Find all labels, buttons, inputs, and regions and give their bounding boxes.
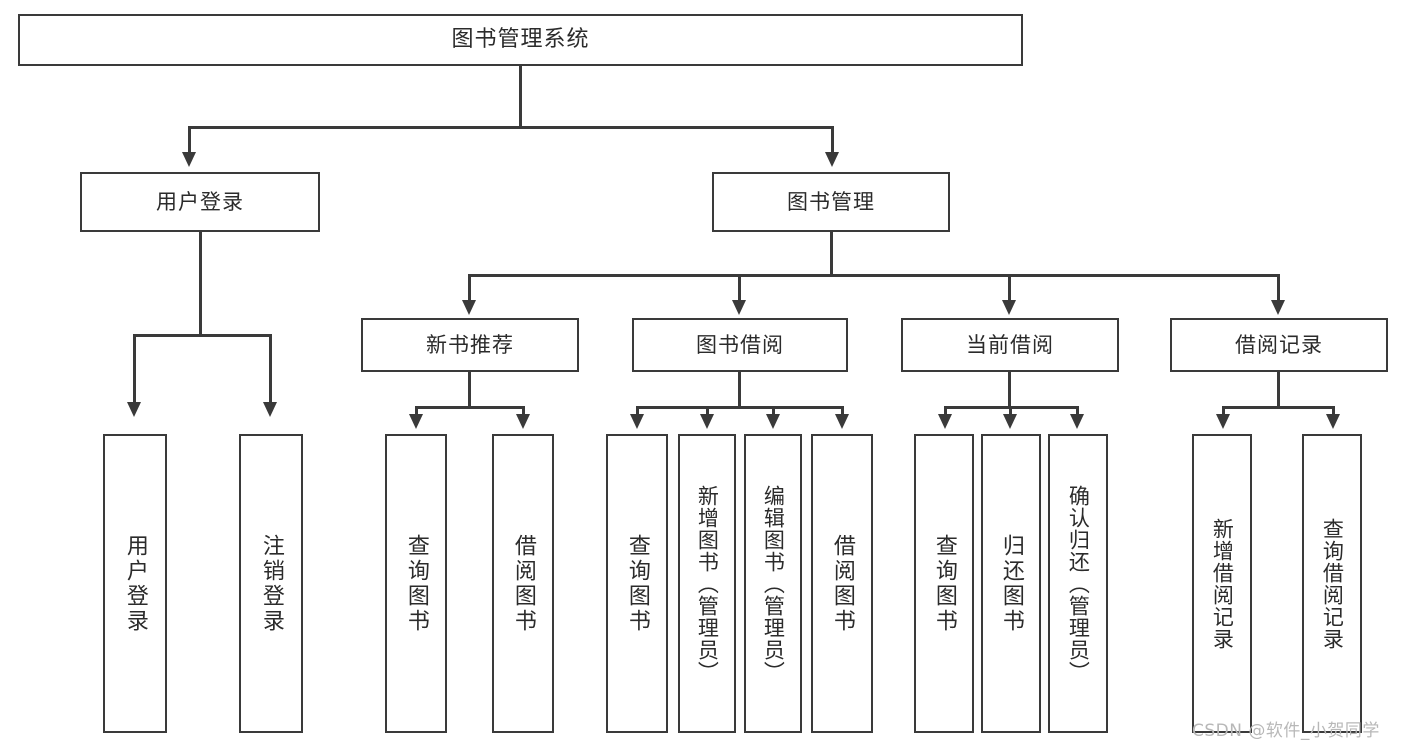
leaf-new-borrow-book[interactable]: 借阅图书 xyxy=(492,434,554,733)
arrow-borrow-to-leaf4 xyxy=(835,414,849,429)
node-label: 新增借阅记录 xyxy=(1210,517,1235,650)
node-label: 注销登录 xyxy=(258,533,284,634)
connector-borrow-trunk xyxy=(738,372,741,408)
connector-books-trunk xyxy=(830,232,833,276)
leaf-records-query-record[interactable]: 查询借阅记录 xyxy=(1302,434,1362,733)
leaf-current-confirm-return[interactable]: 确认归还（管理员） xyxy=(1048,434,1108,733)
arrow-books-to-current xyxy=(1002,300,1016,315)
connector-records-bar xyxy=(1222,406,1335,409)
node-label: 用户登录 xyxy=(122,533,148,634)
arrow-current-to-leaf1 xyxy=(938,414,952,429)
node-label: 归还图书 xyxy=(998,533,1024,634)
arrow-borrow-to-leaf2 xyxy=(700,414,714,429)
leaf-new-query-book[interactable]: 查询图书 xyxy=(385,434,447,733)
connector-books-to-records xyxy=(1277,274,1280,304)
leaf-borrow-borrow-book[interactable]: 借阅图书 xyxy=(811,434,873,733)
node-label: 查询图书 xyxy=(931,533,957,634)
csdn-watermark: CSDN @软件_小贺同学 xyxy=(1192,721,1380,741)
leaf-current-return-book[interactable]: 归还图书 xyxy=(981,434,1041,733)
connector-current-to-leaf1 xyxy=(944,406,947,418)
connector-root-to-books xyxy=(831,126,834,156)
node-label: 借阅图书 xyxy=(510,533,536,634)
leaf-user-login[interactable]: 用户登录 xyxy=(103,434,167,733)
node-label: 新书推荐 xyxy=(426,332,514,357)
node-label: 查询借阅记录 xyxy=(1320,517,1345,650)
connector-root-bar xyxy=(188,126,834,129)
connector-new-to-leaf2 xyxy=(522,406,525,418)
leaf-borrow-edit-book[interactable]: 编辑图书（管理员） xyxy=(744,434,802,733)
arrow-user-to-leaf2 xyxy=(263,402,277,417)
node-new-book-recommend[interactable]: 新书推荐 xyxy=(361,318,579,372)
arrow-books-to-new xyxy=(462,300,476,315)
connector-books-to-borrow xyxy=(738,274,741,304)
arrow-root-to-user xyxy=(182,152,196,167)
connector-new-to-leaf1 xyxy=(415,406,418,418)
connector-user-bar xyxy=(133,334,272,337)
connector-borrow-bar xyxy=(636,406,844,409)
node-label: 图书管理 xyxy=(787,189,875,214)
connector-borrow-to-leaf4 xyxy=(841,406,844,418)
connector-root-to-user xyxy=(188,126,191,156)
leaf-records-add-record[interactable]: 新增借阅记录 xyxy=(1192,434,1252,733)
arrow-user-to-leaf1 xyxy=(127,402,141,417)
node-label: 图书借阅 xyxy=(696,332,784,357)
connector-user-to-leaf2 xyxy=(269,334,272,406)
connector-books-to-new xyxy=(468,274,471,304)
node-borrow-records[interactable]: 借阅记录 xyxy=(1170,318,1388,372)
connector-user-trunk xyxy=(199,232,202,336)
node-root-system[interactable]: 图书管理系统 xyxy=(18,14,1023,66)
node-label: 新增图书（管理员） xyxy=(695,484,720,683)
connector-user-to-leaf1 xyxy=(133,334,136,406)
connector-new-trunk xyxy=(468,372,471,408)
arrow-root-to-books xyxy=(825,152,839,167)
arrow-current-to-leaf3 xyxy=(1070,414,1084,429)
arrow-new-to-leaf1 xyxy=(409,414,423,429)
connector-borrow-to-leaf2 xyxy=(706,406,709,418)
node-book-borrow[interactable]: 图书借阅 xyxy=(632,318,848,372)
node-label: 确认归还（管理员） xyxy=(1066,484,1091,683)
node-label: 借阅图书 xyxy=(829,533,855,634)
arrow-records-to-leaf2 xyxy=(1326,414,1340,429)
node-label: 当前借阅 xyxy=(966,332,1054,357)
connector-records-to-leaf1 xyxy=(1222,406,1225,418)
leaf-borrow-query-book[interactable]: 查询图书 xyxy=(606,434,668,733)
arrow-current-to-leaf2 xyxy=(1003,414,1017,429)
node-label: 查询图书 xyxy=(624,533,650,634)
connector-root-trunk xyxy=(519,66,522,128)
connector-records-trunk xyxy=(1277,372,1280,408)
arrow-new-to-leaf2 xyxy=(516,414,530,429)
node-label: 用户登录 xyxy=(156,189,244,214)
arrow-borrow-to-leaf1 xyxy=(630,414,644,429)
connector-borrow-to-leaf1 xyxy=(636,406,639,418)
connector-records-to-leaf2 xyxy=(1332,406,1335,418)
connector-books-bar xyxy=(468,274,1280,277)
node-label: 借阅记录 xyxy=(1235,332,1323,357)
node-label: 查询图书 xyxy=(403,533,429,634)
node-book-management[interactable]: 图书管理 xyxy=(712,172,950,232)
node-current-borrow[interactable]: 当前借阅 xyxy=(901,318,1119,372)
connector-borrow-to-leaf3 xyxy=(772,406,775,418)
leaf-borrow-add-book[interactable]: 新增图书（管理员） xyxy=(678,434,736,733)
arrow-books-to-records xyxy=(1271,300,1285,315)
connector-current-to-leaf3 xyxy=(1076,406,1079,418)
connector-current-trunk xyxy=(1008,372,1011,408)
arrow-books-to-borrow xyxy=(732,300,746,315)
connector-new-bar xyxy=(415,406,525,409)
node-label: 编辑图书（管理员） xyxy=(761,484,786,683)
connector-current-to-leaf2 xyxy=(1009,406,1012,418)
node-label: 图书管理系统 xyxy=(451,27,590,52)
arrow-records-to-leaf1 xyxy=(1216,414,1230,429)
node-user-login[interactable]: 用户登录 xyxy=(80,172,320,232)
leaf-user-logout[interactable]: 注销登录 xyxy=(239,434,303,733)
leaf-current-query-book[interactable]: 查询图书 xyxy=(914,434,974,733)
connector-books-to-current xyxy=(1008,274,1011,304)
arrow-borrow-to-leaf3 xyxy=(766,414,780,429)
